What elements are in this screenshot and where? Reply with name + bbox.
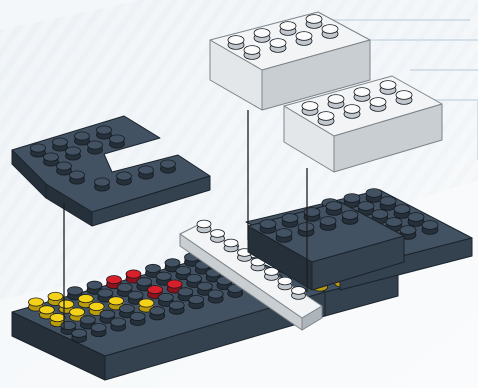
dark-brick-stud xyxy=(260,220,276,234)
l-plate-stud xyxy=(57,162,72,175)
baseplate-stud xyxy=(111,318,126,331)
upper-plate-stud xyxy=(366,189,382,203)
white-brick-stud xyxy=(228,36,244,50)
white-strip-stud xyxy=(224,239,238,252)
white-brick-stud xyxy=(354,88,370,102)
white-brick-stud xyxy=(270,39,286,53)
l-plate-stud xyxy=(70,171,85,184)
white-brick-stud xyxy=(344,105,360,119)
white-brick-stud xyxy=(396,91,412,105)
baseplate-stud xyxy=(150,307,165,320)
white-brick-stud xyxy=(280,22,296,36)
baseplate-stud xyxy=(189,295,204,308)
baseplate-stud xyxy=(169,301,184,314)
l-plate-stud xyxy=(66,147,81,160)
white-brick-stud xyxy=(254,29,270,43)
l-plate-stud xyxy=(110,135,125,148)
white-brick-stud xyxy=(302,102,318,116)
l-plate-stud xyxy=(88,141,103,154)
l-plate-stud xyxy=(44,153,59,166)
l-plate-stud xyxy=(139,166,154,179)
white-brick-stud xyxy=(296,32,312,46)
baseplate-stud xyxy=(208,290,223,303)
white-strip-stud xyxy=(278,277,292,290)
dark-brick-stud xyxy=(326,202,342,216)
dark-brick-stud xyxy=(342,211,358,225)
upper-plate-stud xyxy=(380,197,396,211)
l-plate-stud xyxy=(97,126,112,139)
white-brick-stud xyxy=(370,98,386,112)
white-strip-stud xyxy=(265,268,279,281)
dark-brick-stud xyxy=(276,229,292,243)
dark-brick-stud xyxy=(320,217,336,231)
l-plate-stud xyxy=(95,178,110,191)
dark-brick-stud xyxy=(298,223,314,237)
upper-plate-stud xyxy=(408,213,424,227)
dark-brick-stud xyxy=(282,214,298,228)
l-plate-stud xyxy=(117,172,132,185)
white-brick-stud xyxy=(244,46,260,60)
l-plate-stud xyxy=(53,138,68,151)
baseplate-stud xyxy=(72,329,87,342)
white-brick-stud xyxy=(322,25,338,39)
baseplate-stud xyxy=(91,323,106,336)
white-brick-stud xyxy=(318,112,334,126)
l-plate-stud xyxy=(75,132,90,145)
l-plate-stud xyxy=(161,160,176,173)
white-brick-stud xyxy=(380,81,396,95)
upper-plate-stud xyxy=(422,221,438,235)
l-plate-stud xyxy=(31,144,46,157)
white-strip-stud xyxy=(292,287,306,300)
white-brick-stud xyxy=(306,15,322,29)
upper-plate-stud xyxy=(394,205,410,219)
white-strip-stud xyxy=(211,230,225,243)
white-brick-stud xyxy=(328,95,344,109)
baseplate-stud xyxy=(130,312,145,325)
white-strip-stud xyxy=(197,220,211,233)
